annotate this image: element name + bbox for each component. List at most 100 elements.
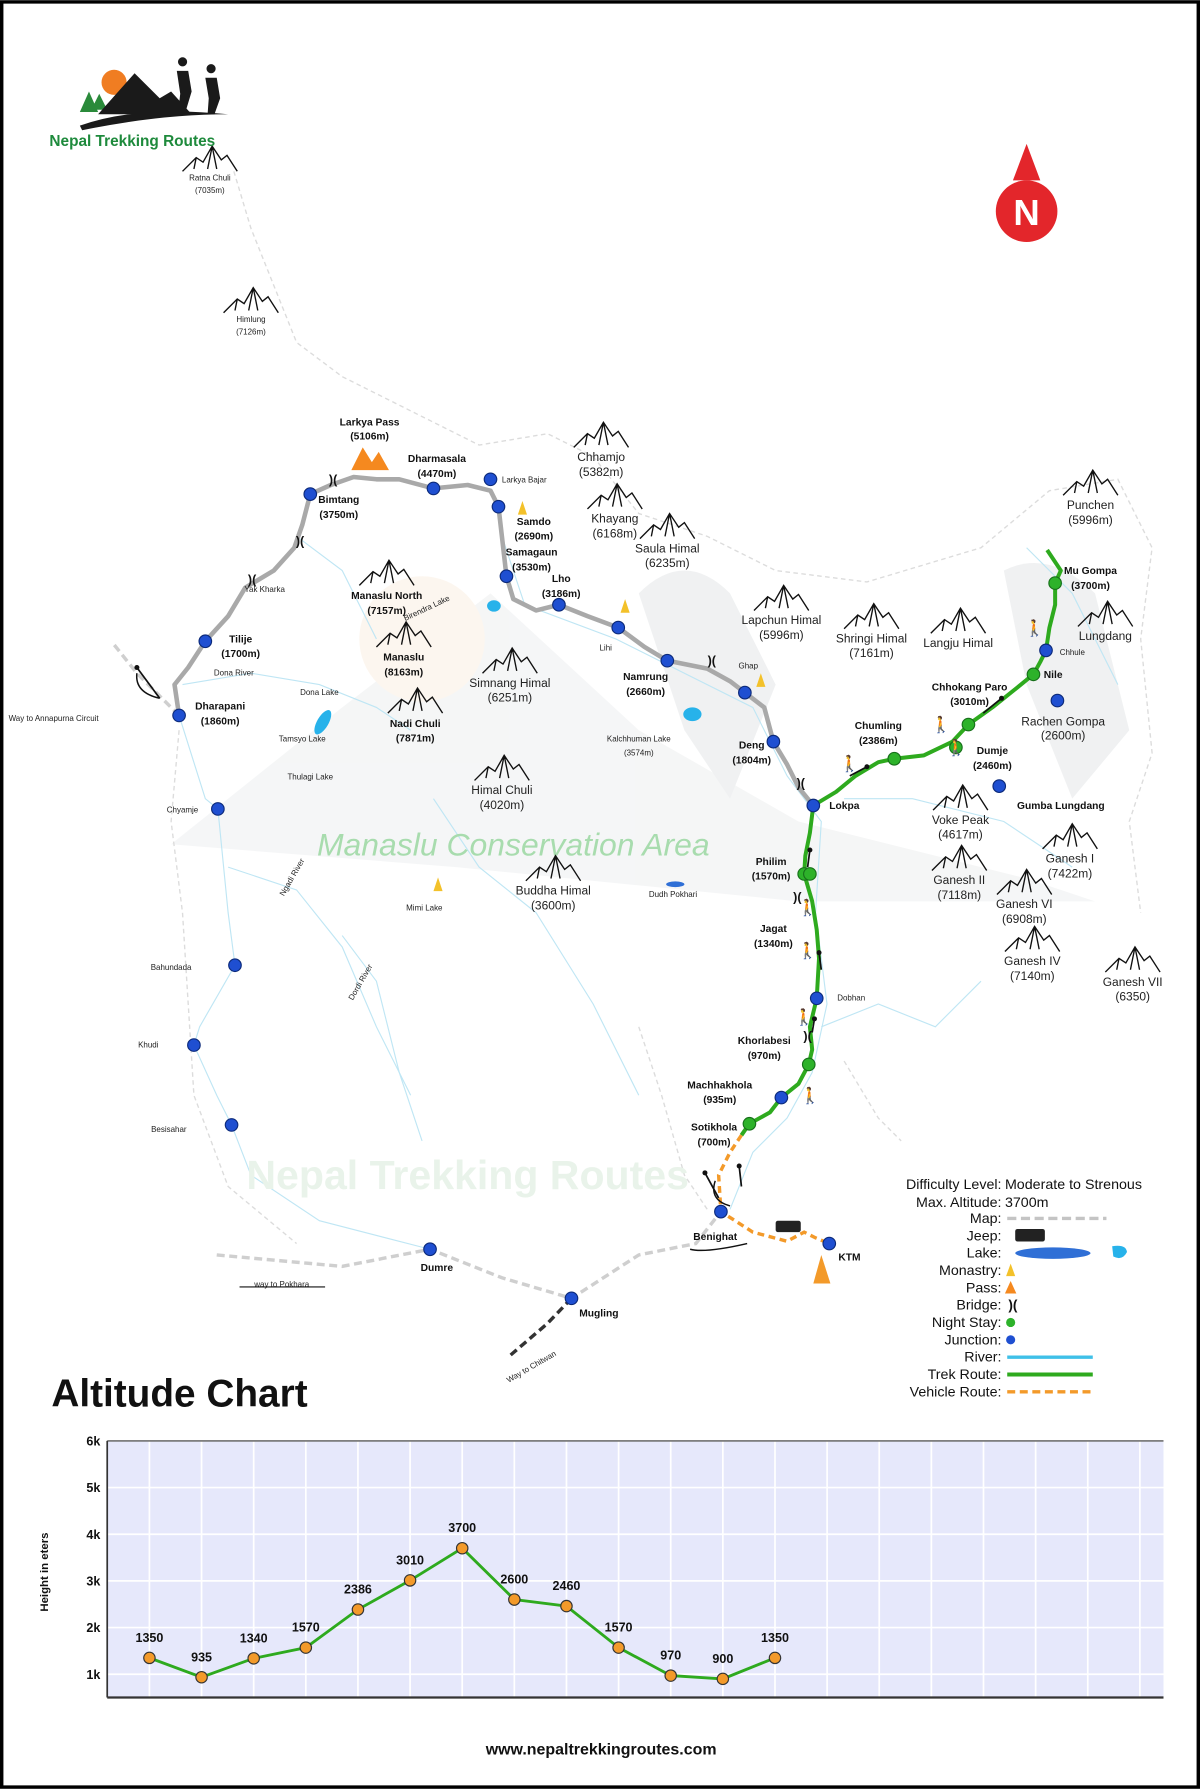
feature-label: Mimi Lake	[406, 903, 443, 912]
chart-title: Altitude Chart	[51, 1373, 307, 1416]
lake-icon	[666, 881, 685, 888]
altitude-point	[664, 1669, 677, 1682]
mountain-icon	[1004, 925, 1061, 953]
y-tick-label: 3k	[86, 1574, 100, 1588]
junction-icon	[806, 798, 821, 813]
legend-label: Monastry:	[939, 1263, 1002, 1279]
temple-icon	[813, 1254, 831, 1284]
place-khudi: Khudi	[138, 1038, 201, 1052]
peak: Voke Peak(4617m)	[932, 783, 989, 842]
peak-name: Himlung	[236, 315, 265, 324]
mountain-icon	[525, 854, 582, 882]
data-label: 1350	[135, 1631, 163, 1645]
direction-arrow-icon	[849, 765, 868, 777]
place-name: Namrung	[623, 672, 668, 683]
river-line	[341, 935, 423, 1142]
place-elevation: (1860m)	[201, 717, 240, 728]
feature-label: Kalchhuman Lake	[607, 735, 671, 744]
place-chumling: Chumling(2386m)	[855, 721, 902, 766]
place-name: Dobhan	[837, 994, 865, 1003]
place-name: Lihi	[600, 643, 613, 652]
mountain-icon	[586, 482, 643, 510]
feature-label: Dona Lake	[300, 688, 339, 697]
junction-icon	[774, 1090, 789, 1105]
direction-arrow-icon	[136, 666, 161, 699]
curved-arrow-icon	[713, 1180, 731, 1207]
junction-icon	[738, 685, 752, 700]
peak-name: Buddha Himal	[516, 884, 591, 898]
place-dumje: Dumje(2460m)	[949, 740, 1012, 772]
place-namrung: Namrung (2660m)	[623, 653, 675, 698]
boundary-line	[638, 1026, 708, 1210]
place-ktm: KTM	[822, 1236, 861, 1264]
place-elevation: (2660m)	[626, 687, 665, 698]
feature-label: Dona River	[214, 668, 254, 677]
place-elevation: (935m)	[703, 1095, 736, 1106]
night-stay-icon	[1048, 576, 1062, 590]
y-axis-label: Height in eters	[39, 1533, 51, 1612]
peak-elevation: (6350)	[1115, 990, 1150, 1004]
place-name: Lokpa	[829, 801, 859, 812]
peak-elevation: (7871m)	[396, 734, 435, 745]
legend-lake-shape-icon	[1112, 1245, 1127, 1259]
data-label: 2600	[500, 1573, 528, 1587]
peak-elevation: (6908m)	[1002, 912, 1047, 926]
river-line	[844, 798, 1073, 868]
mountain-icon	[639, 512, 696, 540]
legend-difficulty-value: Moderate to Strenous	[1005, 1177, 1142, 1193]
river-line	[1026, 547, 1119, 685]
junction-icon	[426, 481, 441, 496]
sun-icon	[101, 69, 127, 95]
vehicle-route	[716, 1134, 830, 1246]
place-machhakhola: Machhakhola (935m)	[687, 1080, 789, 1106]
data-label: 1570	[292, 1621, 320, 1635]
place-elevation: (3010m)	[950, 697, 989, 708]
legend-label: Pass:	[966, 1280, 1002, 1296]
bridge-icon: )(	[793, 890, 802, 904]
river-line	[296, 535, 377, 640]
junction-icon	[211, 802, 225, 816]
junction-icon	[483, 472, 498, 487]
peak-elevation: (8163m)	[384, 667, 423, 678]
data-label: 935	[191, 1650, 212, 1664]
peak-name: Nadi Chuli	[390, 719, 441, 730]
hiker-icon: 🚶	[840, 754, 860, 773]
place-elevation: (1340m)	[754, 939, 793, 950]
peak-elevation: (3600m)	[531, 898, 576, 912]
legend-label: Vehicle Route:	[910, 1384, 1002, 1400]
place-ghap: Ghap	[738, 662, 759, 700]
website-url[interactable]: www.nepaltrekkingroutes.com	[485, 1742, 717, 1759]
peak-elevation: (7118m)	[937, 888, 981, 902]
place-elevation: (2600m)	[1041, 728, 1086, 742]
peak: Manaslu North(7157m)	[351, 558, 422, 617]
junction-icon	[198, 634, 213, 649]
place-name: Lho	[552, 574, 571, 585]
places: Dharapani(1860m)Tilije(1700m)Bimtang(375…	[138, 454, 1117, 1319]
place-name: Jagat	[760, 924, 787, 935]
place-samagaun: Samagaun(3530m)	[499, 548, 557, 584]
place-elevation: (4470m)	[418, 469, 457, 480]
hiker-icon: 🚶	[794, 1007, 814, 1026]
y-tick-label: 5k	[86, 1481, 100, 1495]
bridge-icon: )(	[708, 654, 717, 668]
peak-elevation: (4020m)	[480, 798, 525, 812]
bridge-icon: )(	[803, 1030, 812, 1044]
brand-watermark: Nepal Trekking Routes	[246, 1152, 689, 1198]
night-stay-icon	[801, 1057, 816, 1072]
lake-icon	[314, 710, 332, 735]
peak-elevation: (6168m)	[593, 526, 638, 540]
peak-name: Chhamjo	[577, 450, 625, 464]
place-khorlabesi: Khorlabesi(970m)	[738, 1036, 816, 1072]
legend-junction-icon	[1006, 1335, 1016, 1345]
north-letter: N	[1013, 192, 1039, 233]
monastery-icon	[756, 673, 766, 687]
boundary-line	[592, 456, 1153, 913]
bridge-icon: )(	[296, 534, 305, 548]
place-name: Machhakhola	[687, 1080, 752, 1091]
junction-icon	[766, 734, 781, 749]
peak: Punchen(5996m)	[1062, 468, 1119, 527]
peak: Shringi Himal(7161m)	[836, 602, 907, 660]
place-name: Bimtang	[318, 495, 359, 506]
peak: Himal Chuli(4020m)	[471, 754, 533, 812]
place-chhokang-paro: Chhokang Paro(3010m)	[932, 682, 1007, 732]
